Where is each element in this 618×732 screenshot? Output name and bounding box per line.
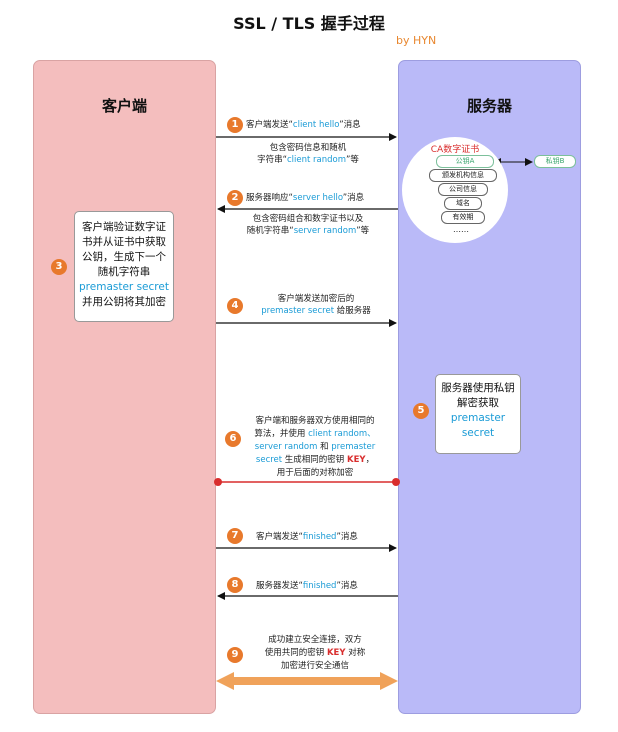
step3-line3: 公钥，生成下一个: [82, 251, 166, 263]
ca-certificate-title: CA数字证书: [430, 145, 480, 155]
step9-label: 成功建立安全连接，双方 使用共同的密钥 KEY 对称 加密进行安全通信: [240, 634, 390, 673]
step-badge-8: 8: [227, 577, 243, 593]
step9-line1: 成功建立安全连接，双方: [268, 635, 362, 645]
cert-validity: 有效期: [441, 211, 485, 224]
cert-issuer-info: 颁发机构信息: [429, 169, 497, 182]
step-badge-1: 1: [227, 117, 243, 133]
step3-line5: premaster secret: [79, 281, 169, 293]
client-column: [33, 60, 216, 714]
step1-detail-line1: 包含密码信息和随机: [269, 143, 347, 153]
dot-step6-left: [214, 478, 222, 486]
client-heading: 客户端: [101, 97, 147, 115]
step3-line4: 随机字符串: [97, 266, 151, 278]
arrow-step9-bidirectional: [216, 672, 398, 690]
step4-line1: 客户端发送加密后的: [277, 294, 355, 304]
step2-detail-line2: 随机字符串“server random”等: [246, 226, 370, 236]
step5-line2: 解密获取: [457, 397, 499, 409]
cert-ellipsis: ……: [453, 225, 469, 234]
step7-label: 客户端发送“finished”消息: [256, 532, 358, 542]
step2-detail-line1: 包含密码组合和数字证书以及: [252, 214, 364, 224]
cert-public-key: 公钥A: [436, 155, 494, 168]
step6-line1: 客户端和服务器双方使用相同的: [255, 416, 375, 426]
step2-label: 服务器响应“server hello”消息: [246, 193, 365, 203]
cert-domain: 域名: [444, 197, 482, 210]
step9-line2: 使用共同的密钥 KEY 对称: [264, 648, 366, 658]
step-badge-5: 5: [413, 403, 429, 419]
private-key-b: 私钥B: [534, 155, 576, 168]
step6-line5: 用于后面的对称加密: [276, 468, 354, 478]
step1-text-end: ”消息: [339, 120, 361, 130]
step-badge-4: 4: [227, 298, 243, 314]
step5-line1: 服务器使用私钥: [441, 382, 515, 394]
step1-text: 客户端发送“: [246, 120, 293, 130]
step6-line4: secret 生成相同的密钥 KEY，: [255, 455, 375, 465]
step1-detail: 包含密码信息和随机 字符串“client random”等: [220, 142, 396, 166]
step3-line2: 书并从证书中获取: [82, 236, 166, 248]
step6-label: 客户端和服务器双方使用相同的 算法，并使用 client random、 ser…: [240, 415, 390, 480]
step4-line2: premaster secret 给服务器: [261, 306, 371, 316]
step5-line4: secret: [461, 427, 495, 439]
step-badge-9: 9: [227, 647, 243, 663]
step5-box: 服务器使用私钥 解密获取 premaster secret: [435, 374, 521, 454]
step-badge-3: 3: [51, 259, 67, 275]
step6-line3: server random 和 premaster: [254, 442, 376, 452]
step1-highlight: client hello: [292, 120, 340, 130]
cert-company-info: 公司信息: [438, 183, 488, 196]
step-badge-7: 7: [227, 528, 243, 544]
step2-highlight: server hello: [292, 193, 343, 203]
server-heading: 服务器: [466, 97, 512, 115]
step4-label: 客户端发送加密后的 premaster secret 给服务器: [246, 293, 386, 317]
step8-label: 服务器发送“finished”消息: [256, 581, 358, 591]
step-badge-6: 6: [225, 431, 241, 447]
step1-detail-line2: 字符串“client random”等: [257, 155, 359, 165]
step5-line3: premaster: [450, 412, 506, 424]
step1-label: 客户端发送“client hello”消息: [246, 119, 392, 131]
step-badge-2: 2: [227, 190, 243, 206]
diagram-title: SSL / TLS 握手过程: [233, 14, 385, 33]
step3-box: 客户端验证数字证 书并从证书中获取 公钥，生成下一个 随机字符串 premast…: [74, 211, 174, 322]
dot-step6-right: [392, 478, 400, 486]
step9-line3: 加密进行安全通信: [280, 661, 349, 671]
author-byline: by HYN: [396, 34, 437, 47]
step3-line6: 并用公钥将其加密: [82, 296, 166, 308]
step2-detail: 包含密码组合和数字证书以及 随机字符串“server random”等: [220, 213, 396, 237]
step6-line2: 算法，并使用 client random、: [254, 429, 376, 439]
step3-line1: 客户端验证数字证: [82, 221, 166, 233]
